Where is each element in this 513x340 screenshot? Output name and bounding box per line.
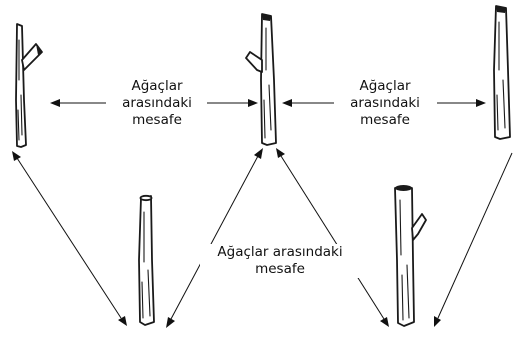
arrow-diagonal-bottom-right-to-top-right xyxy=(434,153,512,327)
arrow-diagonal-center-to-bottom-right xyxy=(276,148,389,327)
arrow-diagonal-top-left-to-bottom xyxy=(12,151,127,326)
tree-bottom-right xyxy=(395,185,426,326)
tree-top-left xyxy=(16,24,42,147)
arrow-top-left-to-center-left xyxy=(50,99,106,107)
arrow-diagonal-bottom-left-to-center xyxy=(166,148,263,328)
arrow-top-center-to-right-left xyxy=(282,99,334,107)
distance-label-top-right: Ağaçlar arasındaki mesafe xyxy=(335,78,435,129)
tree-top-center xyxy=(246,14,276,145)
distance-label-bottom-center: Ağaçlar arasındaki mesafe xyxy=(200,244,360,278)
distance-label-top-left: Ağaçlar arasındaki mesafe xyxy=(107,78,207,129)
arrow-top-center-to-right-right xyxy=(437,99,486,107)
arrow-top-left-to-center-right xyxy=(207,99,258,107)
tree-bottom-left xyxy=(139,196,154,325)
tree-top-right xyxy=(494,6,510,139)
